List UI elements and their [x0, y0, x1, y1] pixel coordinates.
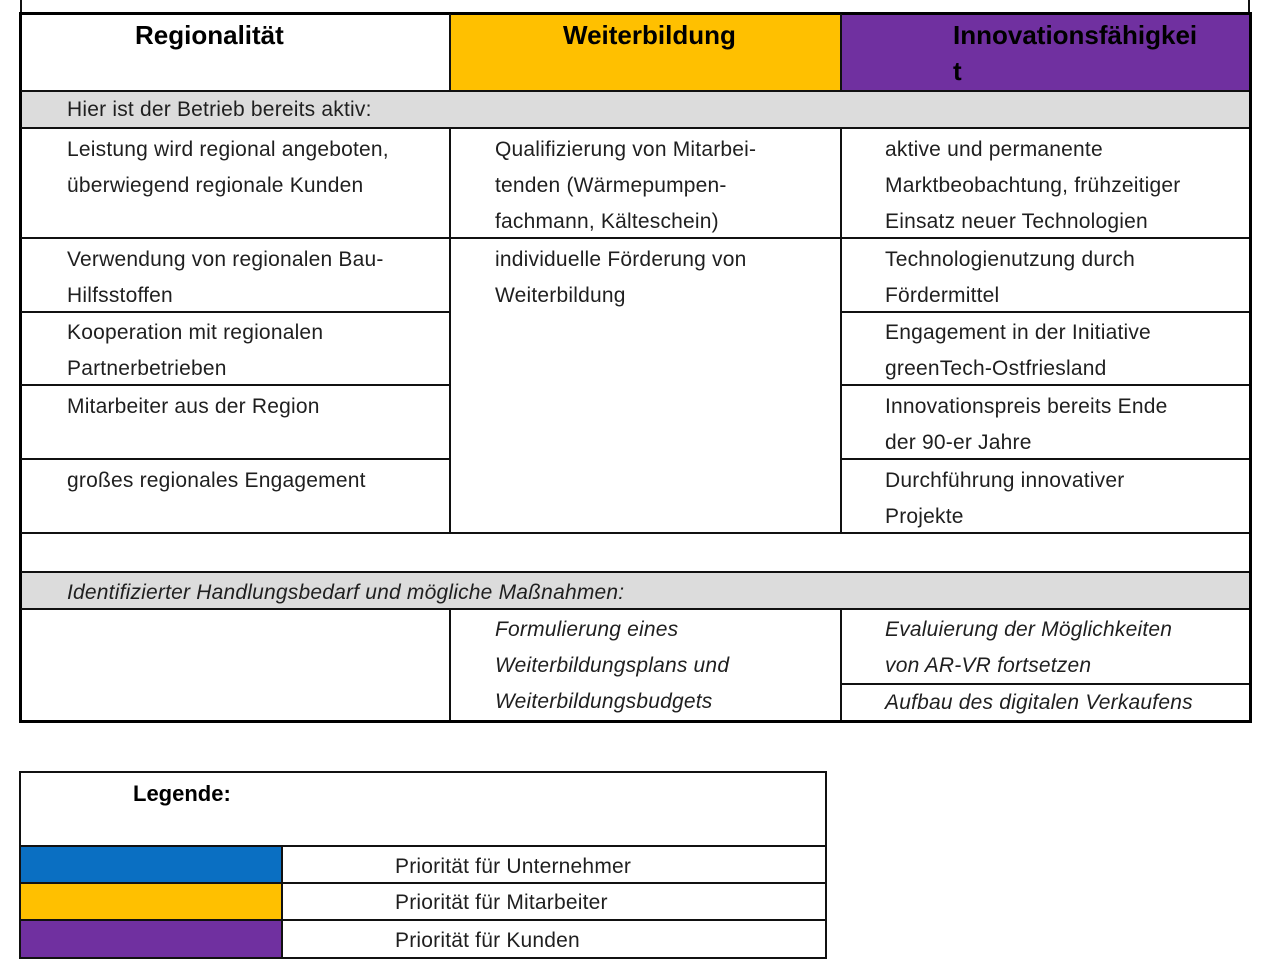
table-cell-text: Leistung wird regional angeboten, [67, 138, 389, 161]
table-cell-text: aktive und permanente [885, 138, 1103, 161]
header-regionalitaet: Regionalität [135, 20, 284, 50]
table-cell-text: Verwendung von regionalen Bau- [67, 248, 384, 271]
legend-label-mitarbeiter: Priorität für Mitarbeiter [395, 891, 608, 914]
table-cell-text: Marktbeobachtung, frühzeitiger [885, 174, 1181, 197]
section-label-needs: Identifizierter Handlungsbedarf und mögl… [67, 581, 625, 604]
table-cell-text: tenden (Wärmepumpen- [495, 174, 727, 197]
table-cell-text: Weiterbildungsplans und [495, 654, 730, 677]
table-cell-text: Hilfsstoffen [67, 284, 173, 307]
table-cell-text: Innovationspreis bereits Ende [885, 395, 1168, 418]
table-cell-text: Formulierung eines [495, 618, 679, 641]
table-cell-text: Evaluierung der Möglichkeiten [885, 618, 1173, 641]
table-cell-text: fachmann, Kälteschein) [495, 210, 719, 233]
legend-label-unternehmer: Priorität für Unternehmer [395, 855, 632, 878]
table-cell-text: überwiegend regionale Kunden [67, 174, 364, 197]
table-cell-text: greenTech-Ostfriesland [885, 357, 1107, 380]
legend-title: Legende: [133, 781, 231, 806]
table-cell-text: Partnerbetrieben [67, 357, 227, 380]
header-innovationsfaehigkeit-line1: Innovationsfähigkei [953, 20, 1198, 50]
table-cell-text: Technologienutzung durch [885, 248, 1135, 271]
table-cell-text: Projekte [885, 505, 964, 528]
legend-label-kunden: Priorität für Kunden [395, 929, 580, 952]
table-cell-text: Einsatz neuer Technologien [885, 210, 1148, 233]
table-cell-text: Qualifizierung von Mitarbei- [495, 138, 757, 161]
section-label-active: Hier ist der Betrieb bereits aktiv: [67, 98, 372, 121]
header-innovationsfaehigkeit-line2: t [953, 56, 962, 86]
legend-swatch-kunden [21, 921, 281, 957]
legend-swatch-mitarbeiter [21, 884, 281, 919]
table-outer-border [19, 12, 1252, 723]
table-cell-text: Weiterbildungsbudgets [495, 690, 713, 713]
table-cell-text: Fördermittel [885, 284, 1000, 307]
table-cell-text: Aufbau des digitalen Verkaufens [885, 691, 1193, 714]
header-cell-weiterbildung [450, 14, 841, 90]
table-cell-text: Engagement in der Initiative [885, 321, 1151, 344]
table-cell-text: der 90-er Jahre [885, 431, 1032, 454]
section-band-needs [21, 573, 1249, 609]
header-weiterbildung: Weiterbildung [563, 20, 736, 50]
table-cell-text: individuelle Förderung von [495, 248, 747, 271]
section-band-active [21, 92, 1249, 128]
table-cell-text: Durchführung innovativer [885, 469, 1125, 492]
legend-border [19, 771, 827, 959]
table-cell-text: Weiterbildung [495, 284, 626, 307]
table-cell-text: Mitarbeiter aus der Region [67, 395, 320, 418]
table-cell-text: großes regionales Engagement [67, 469, 366, 492]
header-cell-innovation [841, 14, 1249, 90]
table-cell-text: Kooperation mit regionalen [67, 321, 324, 344]
table-cell-text: von AR-VR fortsetzen [885, 654, 1092, 677]
legend-swatch-unternehmer [21, 847, 281, 882]
